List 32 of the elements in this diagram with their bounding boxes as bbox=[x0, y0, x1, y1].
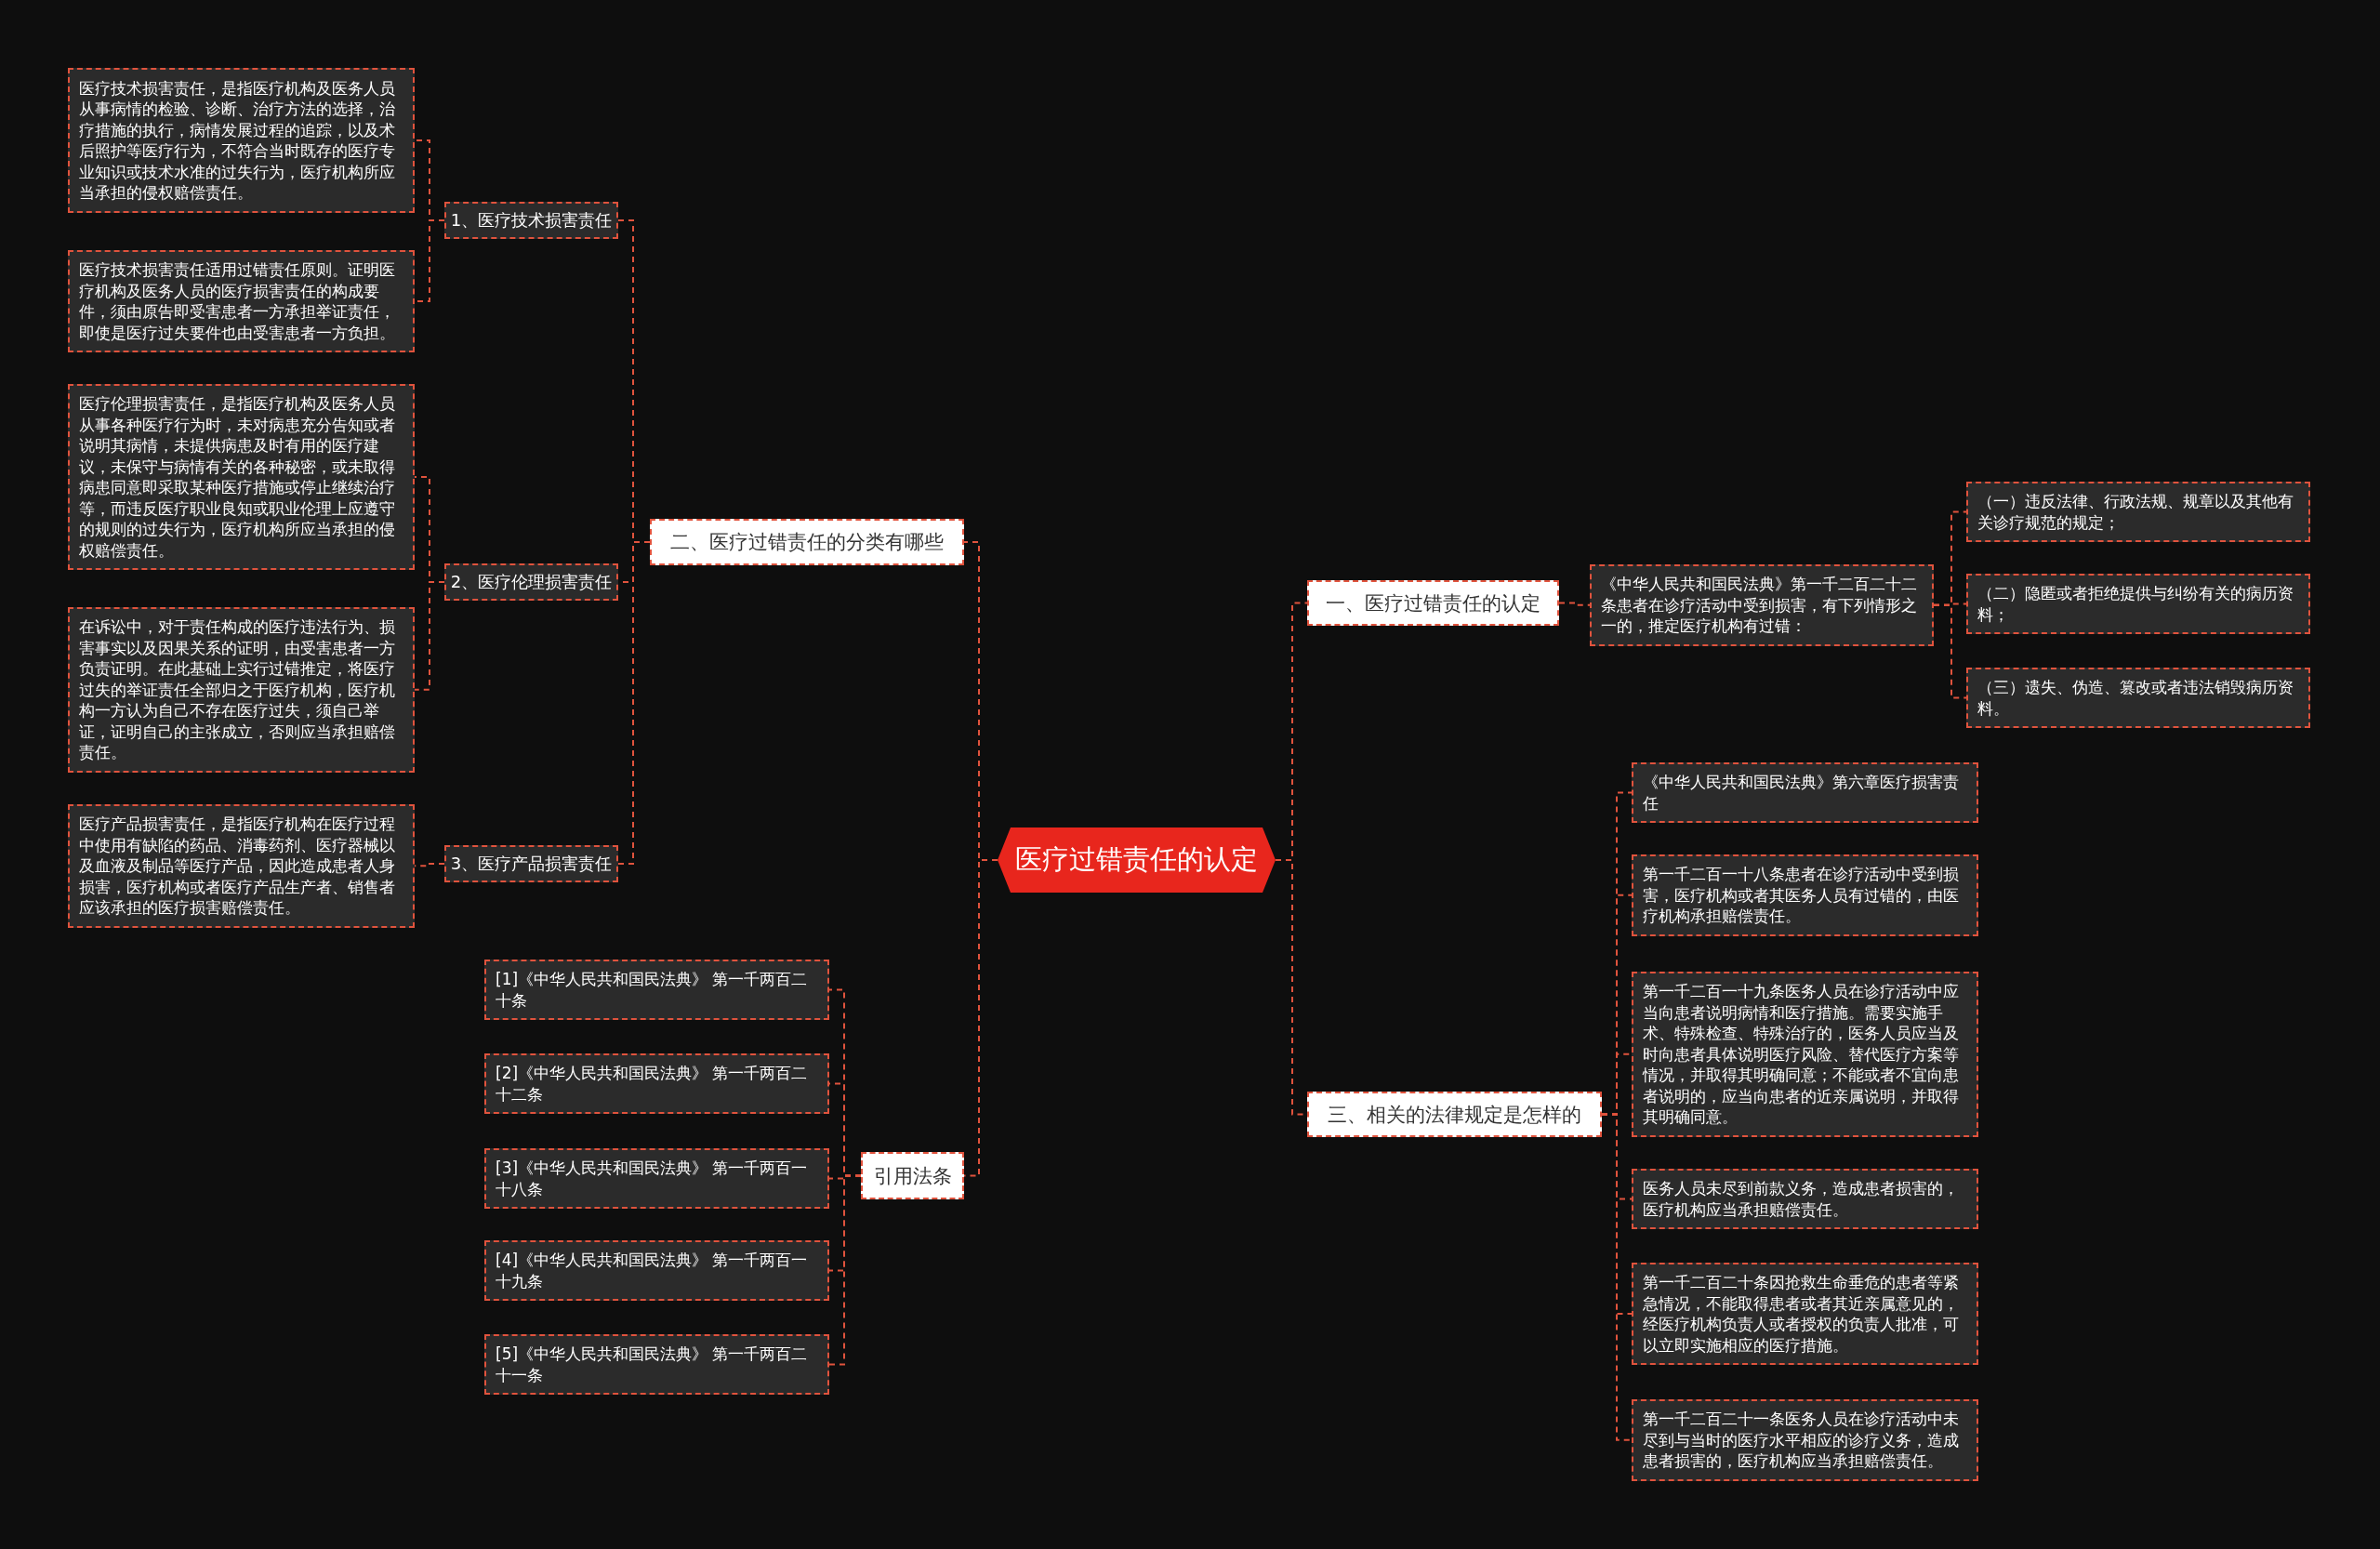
text-box: 第一千二百一十九条医务人员在诊疗活动中应当向患者说明病情和医疗措施。需要实施手术、特殊检查、特殊治疗的，医务人员应当及时向患者具体说明医疗风险、替代医疗方案等情况，并取得其明确同意；不能或者不宜向患者说明的，应当向患者的近亲属说明，并取得其明确同意。 bbox=[1632, 972, 1978, 1137]
text-box: （三）遗失、伪造、篡改或者违法销毁病历资料。 bbox=[1966, 668, 2310, 728]
topic-box: 1、医疗技术损害责任 bbox=[444, 202, 618, 239]
connector bbox=[1933, 603, 1967, 699]
text-box: 第一千二百二十一条医务人员在诊疗活动中未尽到与当时的医疗水平相应的诊疗义务，造成患者损害的，医疗机构应当承担赔偿责任。 bbox=[1632, 1399, 1978, 1481]
connector bbox=[828, 1174, 862, 1366]
text-box: 《中华人民共和国民法典》第一千二百二十二条患者在诊疗活动中受到损害，有下列情形之一的，推定医疗机构有过错： bbox=[1590, 564, 1934, 646]
connector bbox=[1558, 602, 1591, 606]
branch-box: 引用法条 bbox=[861, 1152, 964, 1199]
text-box: [2]《中华人民共和国民法典》 第一千两百二十二条 bbox=[484, 1053, 829, 1114]
text-box: 在诉讼中，对于责任构成的医疗违法行为、损害事实以及因果关系的证明，由受害患者一方负责证明。在此基础上实行过错推定，将医疗过失的举证责任全部归之于医疗机构，医疗机构一方认为自己不存在医疗过失，须自己举证，证明自己的主张成立，否则应当承担赔偿责任。 bbox=[68, 607, 415, 773]
text-box: [1]《中华人民共和国民法典》 第一千两百二十条 bbox=[484, 960, 829, 1020]
topic-box: 2、医疗伦理损害责任 bbox=[444, 563, 618, 601]
text-box: 《中华人民共和国民法典》第六章医疗损害责任 bbox=[1632, 762, 1978, 823]
text-box: 医疗技术损害责任，是指医疗机构及医务人员从事病情的检验、诊断、治疗方法的选择，治疗措施的执行，病情发展过程的追踪，以及术后照护等医疗行为，不符合当时既存的医疗专业知识或技术水准的过失行为，医疗机构所应当承担的侵权赔偿责任。 bbox=[68, 68, 415, 213]
text-box: [3]《中华人民共和国民法典》 第一千两百一十八条 bbox=[484, 1148, 829, 1209]
text-box: 医务人员未尽到前款义务，造成患者损害的，医疗机构应当承担赔偿责任。 bbox=[1632, 1169, 1978, 1229]
text-box: [4]《中华人民共和国民法典》 第一千两百一十九条 bbox=[484, 1240, 829, 1301]
text-box: （一）违反法律、行政法规、规章以及其他有关诊疗规范的规定； bbox=[1966, 482, 2310, 542]
branch-box: 一、医疗过错责任的认定 bbox=[1307, 580, 1559, 626]
text-box: 医疗产品损害责任，是指医疗机构在医疗过程中使用有缺陷的药品、消毒药剂、医疗器械以及血液及制品等医疗产品，因此造成患者人身损害，医疗机构或者医疗产品生产者、销售者应该承担的医疗损害赔偿责任。 bbox=[68, 804, 415, 928]
connector bbox=[414, 581, 445, 691]
text-box: 第一千二百二十条因抢救生命垂危的患者等紧急情况，不能取得患者或者其近亲属意见的，经医疗机构负责人或者授权的负责人批准，可以立即实施相应的医疗措施。 bbox=[1632, 1263, 1978, 1365]
text-box: [5]《中华人民共和国民法典》 第一千两百二十一条 bbox=[484, 1334, 829, 1395]
central-topic: 医疗过错责任的认定 bbox=[998, 827, 1276, 893]
topic-box: 3、医疗产品损害责任 bbox=[444, 845, 618, 882]
text-box: 第一千二百一十八条患者在诊疗活动中受到损害，医疗机构或者其医务人员有过错的，由医疗机构承担赔偿责任。 bbox=[1632, 854, 1978, 936]
branch-box: 二、医疗过错责任的分类有哪些 bbox=[650, 519, 964, 565]
branch-box: 三、相关的法律规定是怎样的 bbox=[1307, 1092, 1602, 1137]
text-box: （二）隐匿或者拒绝提供与纠纷有关的病历资料； bbox=[1966, 574, 2310, 634]
text-box: 医疗技术损害责任适用过错责任原则。证明医疗机构及医务人员的医疗损害责任的构成要件，须由原告即受害患者一方承担举证责任，即使是医疗过失要件也由受害患者一方负担。 bbox=[68, 250, 415, 352]
text-box: 医疗伦理损害责任，是指医疗机构及医务人员从事各种医疗行为时，未对病患充分告知或者说明其病情，未提供病患及时有用的医疗建议，未保守与病情有关的各种秘密，或未取得病患同意即采取某种医疗措施或停止继续治疗等，而违反医疗职业良知或职业伦理上应遵守的规则的过失行为，医疗机构所应当承担的侵权赔偿责任。 bbox=[68, 384, 415, 570]
